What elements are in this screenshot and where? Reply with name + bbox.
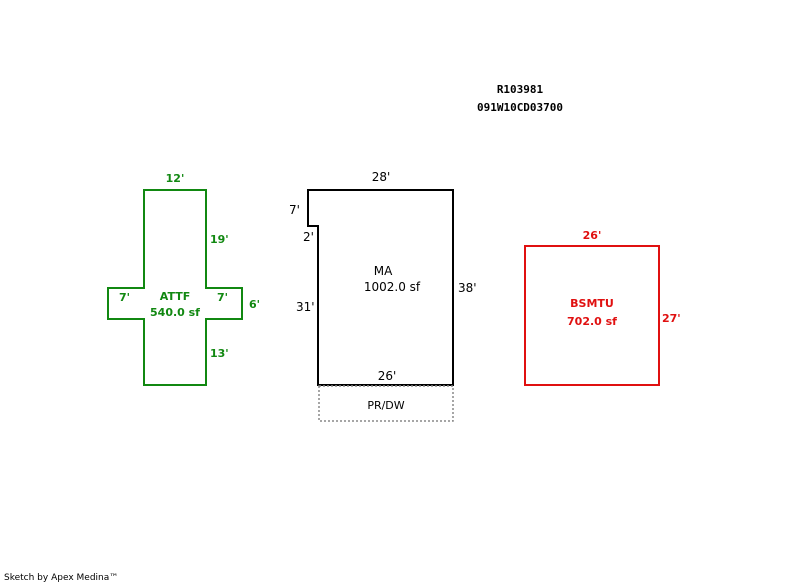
- ma-dim-left: 31': [296, 300, 315, 314]
- attf-dim-lower-right: 13': [210, 347, 229, 360]
- ma-outline: [307, 189, 454, 386]
- section-ma[interactable]: 28' 7' 2' 31' 38' 26' MA 1002.0 sf: [289, 170, 477, 386]
- attf-dim-arm-left: 7': [119, 291, 130, 304]
- parcel-id: R103981: [497, 83, 544, 96]
- map-number: 091W10CD03700: [477, 101, 563, 114]
- bsmtu-dim-top: 26': [583, 229, 602, 242]
- ma-code: MA: [374, 264, 393, 278]
- section-attf[interactable]: 12' 19' 7' 7' 6' 13' ATTF 540.0 sf: [107, 172, 260, 386]
- ma-dim-notch-height: 7': [289, 203, 300, 217]
- ma-dim-bottom: 26': [378, 369, 397, 383]
- attf-dim-arm-right: 7': [217, 291, 228, 304]
- ma-dim-top: 28': [372, 170, 391, 184]
- attf-dim-upper-right: 19': [210, 233, 229, 246]
- sketch-credit: Sketch by Apex Medina™: [4, 573, 119, 583]
- section-porch[interactable]: PR/DW: [318, 385, 454, 422]
- bsmtu-code: BSMTU: [570, 297, 614, 310]
- attf-code: ATTF: [160, 290, 190, 303]
- bsmtu-outline: [524, 245, 660, 386]
- bsmtu-area: 702.0 sf: [567, 315, 617, 328]
- attf-dim-top: 12': [166, 172, 185, 185]
- section-bsmtu[interactable]: 26' 27' BSMTU 702.0 sf: [524, 229, 681, 386]
- ma-dim-notch-width: 2': [303, 230, 314, 244]
- ma-dim-right: 38': [458, 281, 477, 295]
- bsmtu-dim-right: 27': [662, 312, 681, 325]
- porch-outline: [318, 385, 454, 422]
- attf-dim-arm-height: 6': [249, 298, 260, 311]
- ma-area: 1002.0 sf: [364, 280, 421, 294]
- attf-outline: [107, 189, 243, 386]
- porch-code: PR/DW: [367, 399, 404, 412]
- attf-area: 540.0 sf: [150, 306, 200, 319]
